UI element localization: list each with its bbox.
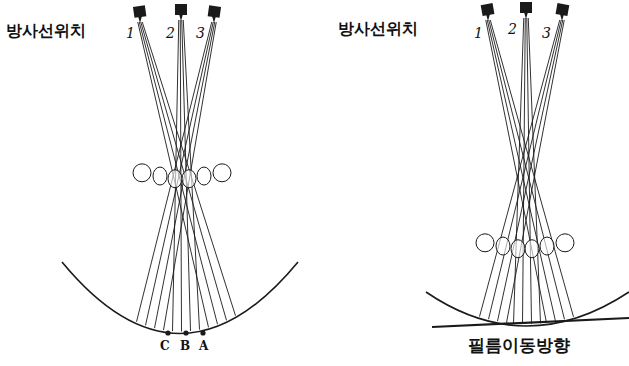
x-ray xyxy=(489,20,562,319)
tooth xyxy=(476,234,494,252)
tooth xyxy=(511,240,525,258)
callout-label: 3 xyxy=(196,26,205,41)
tooth xyxy=(182,170,196,188)
source-nozzle xyxy=(486,14,490,21)
x-ray xyxy=(480,20,560,317)
source-nozzle xyxy=(138,16,142,23)
source-nozzle xyxy=(560,14,564,21)
callout-label: 3 xyxy=(542,26,551,41)
callout-label: 2 xyxy=(508,22,517,37)
tooth xyxy=(213,164,231,182)
film-point xyxy=(165,330,170,335)
film-arc xyxy=(426,292,629,326)
tooth xyxy=(540,237,554,255)
callout-label: 2 xyxy=(166,26,175,41)
film-label: 필름이동방향 xyxy=(468,336,570,355)
tooth xyxy=(153,167,167,185)
x-ray xyxy=(498,20,563,321)
tooth xyxy=(496,237,510,255)
x-ray xyxy=(487,20,555,321)
tooth xyxy=(133,164,151,182)
source-nozzle xyxy=(212,16,216,23)
x-ray-source xyxy=(133,5,146,18)
film-point xyxy=(183,330,188,335)
panel xyxy=(426,2,629,327)
tooth xyxy=(168,170,182,188)
x-ray xyxy=(507,20,565,323)
callout-label: 1 xyxy=(474,26,483,41)
callout-label: C xyxy=(160,340,170,353)
source-nozzle xyxy=(524,12,528,19)
x-ray-source xyxy=(208,5,221,18)
tooth xyxy=(197,167,211,185)
x-ray xyxy=(146,22,214,325)
source-nozzle xyxy=(179,14,183,21)
tooth xyxy=(525,240,539,258)
callout-label: B xyxy=(180,340,190,353)
x-ray-source xyxy=(175,4,187,15)
callout-label: 1 xyxy=(126,26,135,41)
x-ray-source xyxy=(520,2,532,13)
source-label: 방사선위치 xyxy=(338,20,418,38)
source-label: 방사선위치 xyxy=(6,22,86,40)
x-ray xyxy=(164,22,217,330)
x-ray xyxy=(486,20,547,323)
callout-label: A xyxy=(199,340,208,353)
film-line xyxy=(432,318,629,327)
tooth xyxy=(556,234,574,252)
film-point xyxy=(200,330,205,335)
film-arc xyxy=(62,262,298,334)
panel xyxy=(62,4,298,334)
x-ray xyxy=(527,18,532,324)
x-ray xyxy=(490,20,573,317)
